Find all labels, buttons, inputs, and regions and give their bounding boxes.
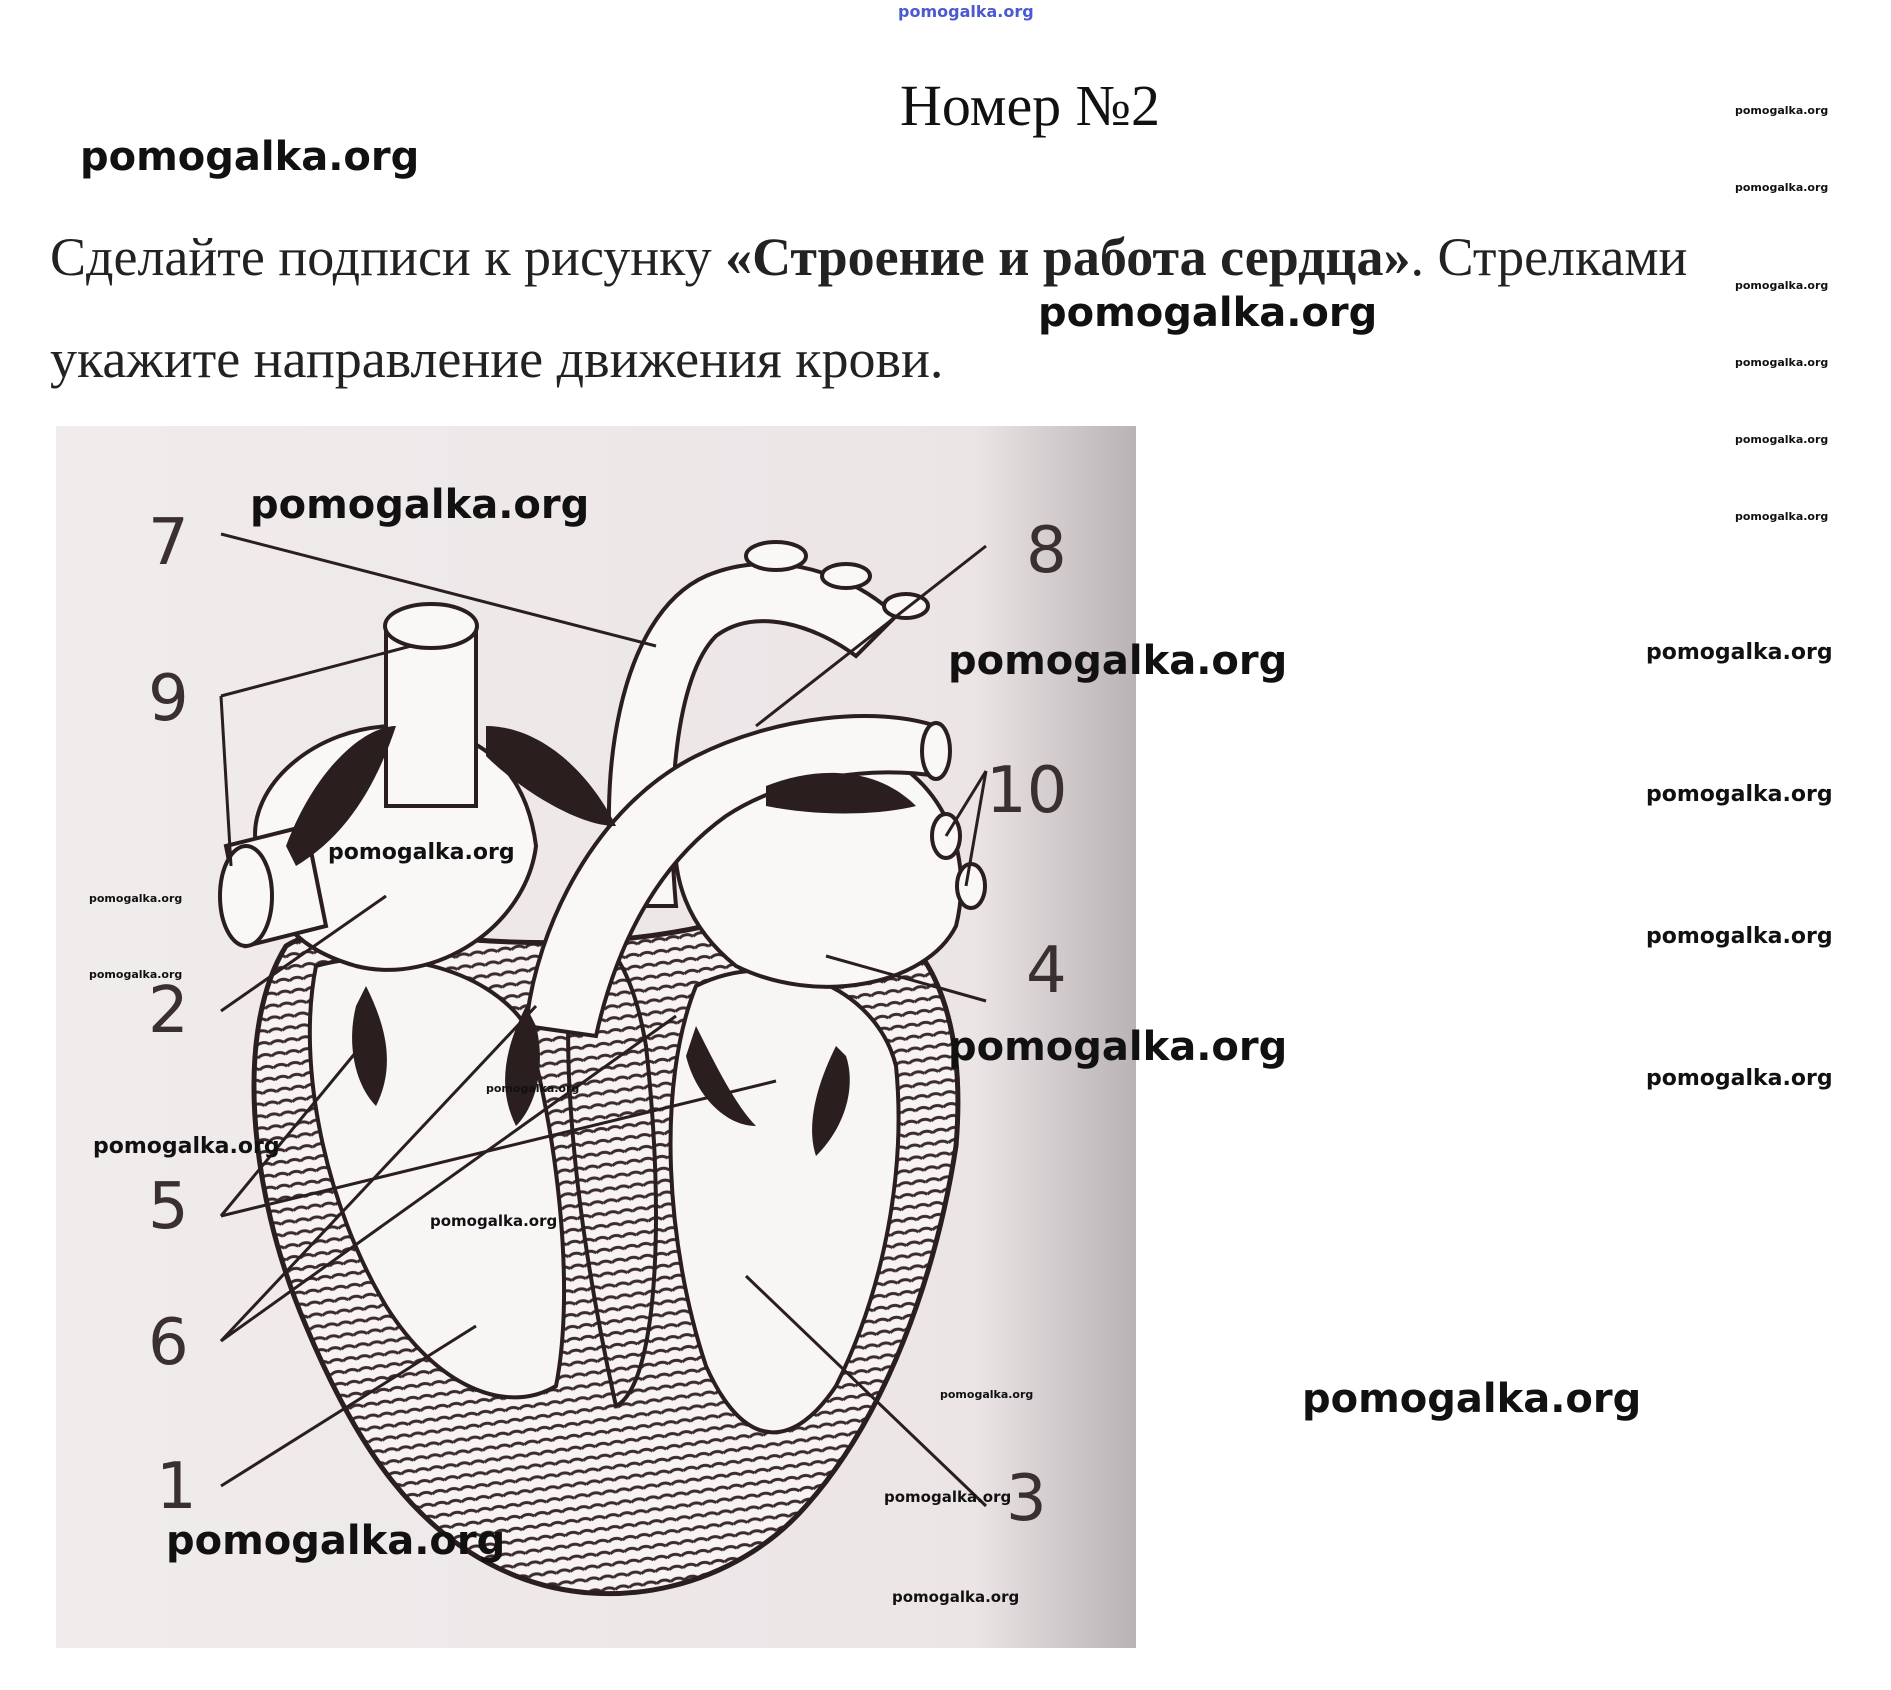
watermark: pomogalka.org bbox=[1302, 1376, 1642, 1422]
task-text: Сделайте подписи к рисунку bbox=[50, 227, 726, 287]
label-leaders bbox=[219, 532, 988, 1508]
watermark: pomogalka.org bbox=[93, 1134, 280, 1159]
watermark: pomogalka.org bbox=[1646, 1066, 1833, 1091]
fat-deposit bbox=[286, 726, 396, 866]
vena-cava-opening bbox=[383, 602, 479, 650]
watermark: pomogalka.org bbox=[1038, 290, 1378, 336]
task-line-1: Сделайте подписи к рисунку «Строение и р… bbox=[50, 226, 1880, 288]
fat-deposit bbox=[766, 772, 916, 814]
watermark: pomogalka.org bbox=[1735, 104, 1829, 117]
task-line-2: укажите направление движения крови. bbox=[50, 329, 944, 389]
watermark: pomogalka.org bbox=[1646, 782, 1833, 807]
watermark: pomogalka.org bbox=[948, 638, 1288, 684]
watermark: pomogalka.org bbox=[1735, 181, 1829, 194]
pulmonary-vein bbox=[955, 862, 987, 910]
figure-label: 9 bbox=[148, 662, 189, 736]
figure-label: 10 bbox=[986, 754, 1068, 828]
figure-label: 5 bbox=[148, 1170, 189, 1244]
valve bbox=[812, 1046, 850, 1156]
task-figure-title: «Строение и работа сердца» bbox=[725, 227, 1411, 287]
valve bbox=[505, 1006, 540, 1126]
watermark: pomogalka.org bbox=[486, 1082, 580, 1095]
watermark-top: pomogalka.org bbox=[898, 2, 1034, 21]
figure-label: 3 bbox=[1006, 1462, 1047, 1536]
figure-label: 4 bbox=[1026, 934, 1067, 1008]
watermark: pomogalka.org bbox=[89, 892, 183, 905]
watermark: pomogalka.org bbox=[250, 482, 590, 528]
page-title: Номер №2 bbox=[899, 73, 1161, 138]
figure-label: 1 bbox=[156, 1450, 197, 1524]
watermark: pomogalka.org bbox=[1646, 640, 1833, 665]
watermark: pomogalka.org bbox=[328, 840, 515, 865]
watermark: pomogalka.org bbox=[1646, 924, 1833, 949]
watermark: pomogalka.org bbox=[166, 1518, 506, 1564]
watermark: pomogalka.org bbox=[80, 134, 420, 180]
figure-label: 2 bbox=[148, 974, 189, 1048]
watermark: pomogalka.org bbox=[1735, 433, 1829, 446]
fat-deposit bbox=[486, 726, 616, 826]
watermark: pomogalka.org bbox=[948, 1024, 1288, 1070]
figure-label: 8 bbox=[1026, 514, 1067, 588]
watermark: pomogalka.org bbox=[892, 1588, 1020, 1606]
watermark: pomogalka.org bbox=[884, 1488, 1012, 1506]
valve bbox=[686, 1026, 756, 1126]
watermark: pomogalka.org bbox=[940, 1388, 1034, 1401]
valve bbox=[352, 986, 387, 1106]
watermark: pomogalka.org bbox=[1735, 279, 1829, 292]
figure-label: 7 bbox=[148, 506, 189, 580]
figure-label: 6 bbox=[148, 1306, 189, 1380]
task-text: . Стрелками bbox=[1410, 227, 1688, 287]
watermark: pomogalka.org bbox=[1735, 356, 1829, 369]
watermark: pomogalka.org bbox=[89, 968, 183, 981]
heart-figure: 7 8 9 10 2 4 5 6 1 3 bbox=[56, 426, 1136, 1648]
vena-cava bbox=[384, 624, 478, 808]
watermark: pomogalka.org bbox=[1735, 510, 1829, 523]
watermark: pomogalka.org bbox=[430, 1212, 558, 1230]
heart-diagram bbox=[56, 426, 1136, 1648]
